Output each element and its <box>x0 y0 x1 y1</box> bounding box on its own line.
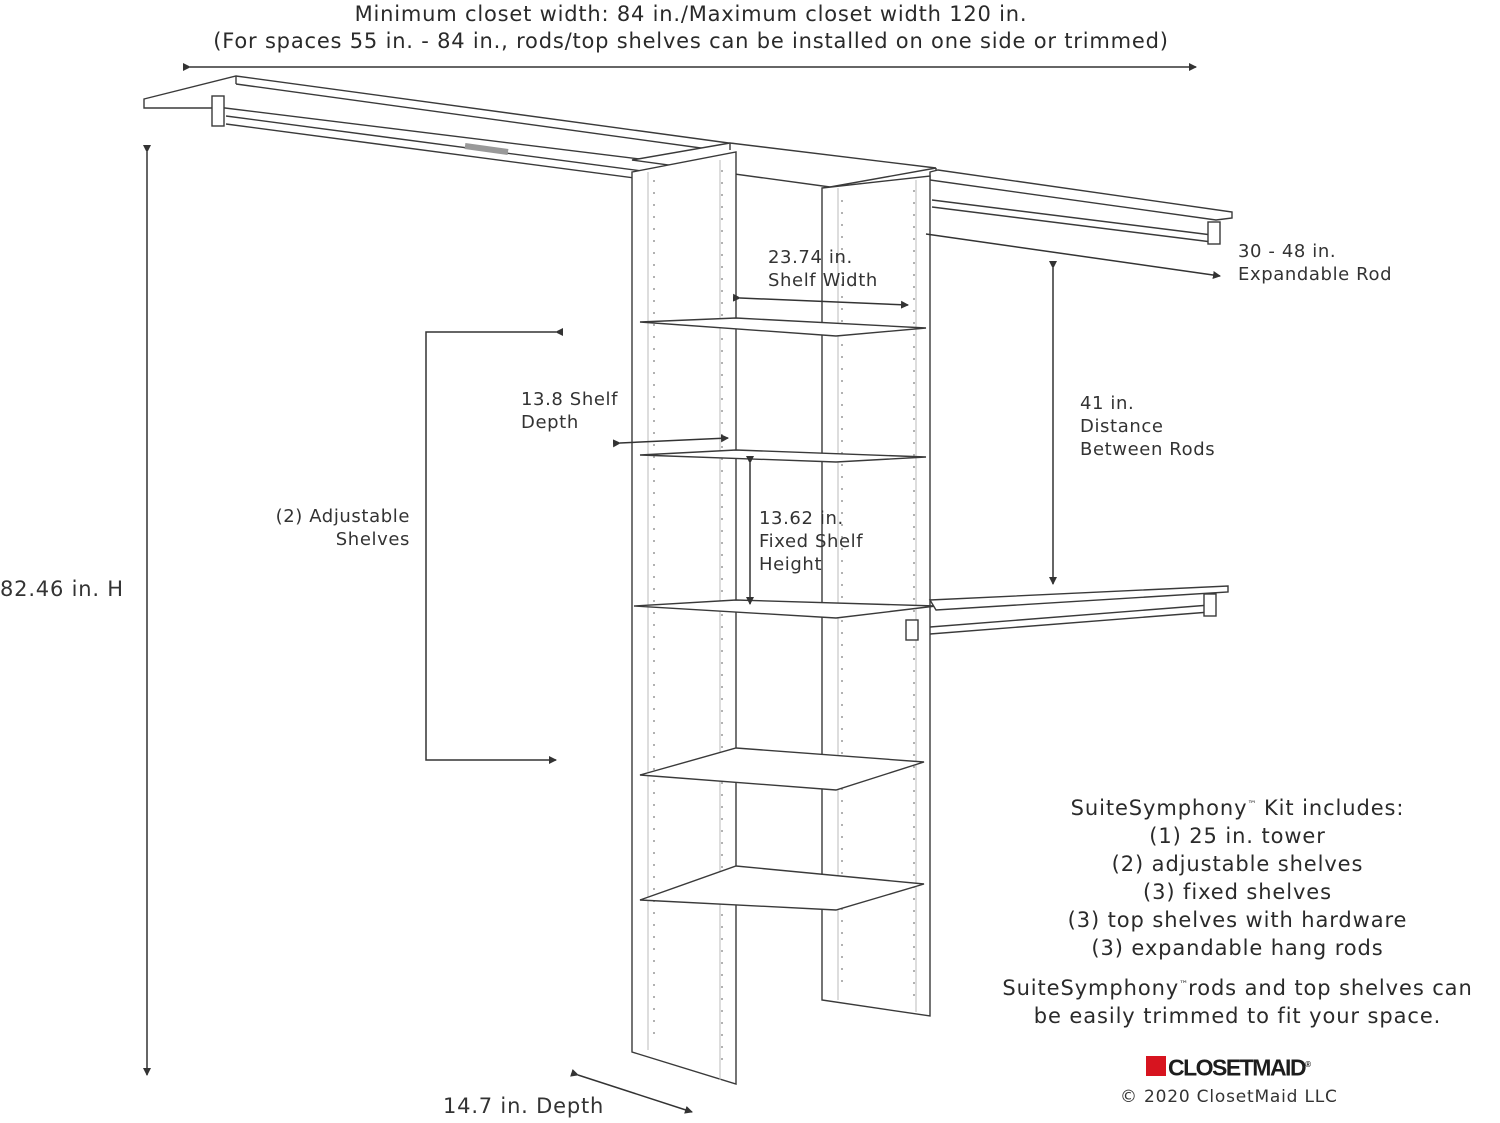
lower-right-shelf <box>905 585 1229 641</box>
logo-square-icon <box>1146 1056 1166 1077</box>
adjustable-shelves-line2: Shelves <box>335 529 410 550</box>
kit-item: (2) adjustable shelves <box>1111 852 1364 876</box>
kit-note: SuiteSymphony™rods and top shelves can b… <box>975 971 1500 1030</box>
header-line-2: (For spaces 55 in. - 84 in., rods/top sh… <box>213 29 1169 53</box>
rod-distance-line2: Distance <box>1080 416 1164 437</box>
fixed-shelf-height-line3: Height <box>759 554 823 575</box>
tower-depth-label: 14.7 in. Depth <box>443 1094 605 1118</box>
rod-distance-label: 41 in. Distance Between Rods <box>1080 392 1215 461</box>
shelf-width-label: 23.74 in. Shelf Width <box>768 246 878 292</box>
height-label: 82.46 in. H <box>0 577 124 601</box>
shelf-depth-arrow <box>612 434 729 448</box>
tower <box>631 151 931 1085</box>
kit-note-line2: be easily trimmed to fit your space. <box>1033 1004 1442 1028</box>
rod-distance-line1: 41 in. <box>1080 393 1135 414</box>
shelf-depth-line1: 13.8 Shelf <box>521 389 619 410</box>
rod-distance-line3: Between Rods <box>1080 439 1216 460</box>
shelf-width-line1: 23.74 in. <box>768 247 853 268</box>
kit-item: (1) 25 in. tower <box>1149 824 1326 848</box>
expandable-rod-line1: 30 - 48 in. <box>1238 241 1337 262</box>
brand-name: CLOSETMAID <box>1168 1054 1307 1081</box>
tower-depth-arrow <box>570 1069 693 1114</box>
registered-mark: ® <box>1305 1060 1311 1069</box>
header-line-1: Minimum closet width: 84 in./Maximum clo… <box>354 2 1028 26</box>
expandable-rod-line2: Expandable Rod <box>1238 264 1393 285</box>
shelf-width-line2: Shelf Width <box>768 270 878 291</box>
expandable-rod-label: 30 - 48 in. Expandable Rod <box>1238 240 1392 286</box>
fixed-shelf-height-line1: 13.62 in. <box>759 508 844 529</box>
fixed-shelf-height-label: 13.62 in. Fixed Shelf Height <box>759 507 863 576</box>
shelf-width-arrow <box>732 293 909 309</box>
shelf-depth-line2: Depth <box>521 412 579 433</box>
adjustable-shelves-line1: (2) Adjustable <box>275 506 410 527</box>
kit-item: (3) fixed shelves <box>1143 880 1332 904</box>
kit-note-line1: SuiteSymphony™rods and top shelves can <box>1002 976 1473 1000</box>
expandable-rod-arrow <box>925 233 1221 279</box>
kit-item: (3) top shelves with hardware <box>1067 908 1408 932</box>
tower-shelves <box>633 317 937 911</box>
closetmaid-logo: CLOSETMAID® <box>1146 1054 1311 1081</box>
adjustable-shelves-bracket <box>425 328 563 764</box>
shelf-depth-label: 13.8 Shelf Depth <box>521 388 618 434</box>
kit-item: (3) expandable hang rods <box>1091 936 1384 960</box>
kit-heading: SuiteSymphony™ Kit includes: <box>1070 796 1405 820</box>
right-top-shelf <box>905 169 1233 245</box>
copyright: © 2020 ClosetMaid LLC <box>1120 1087 1338 1107</box>
adjustable-shelves-label: (2) Adjustable Shelves <box>268 505 410 551</box>
fixed-shelf-height-line2: Fixed Shelf <box>759 531 864 552</box>
kit-includes: SuiteSymphony™ Kit includes: (1) 25 in. … <box>975 791 1500 962</box>
